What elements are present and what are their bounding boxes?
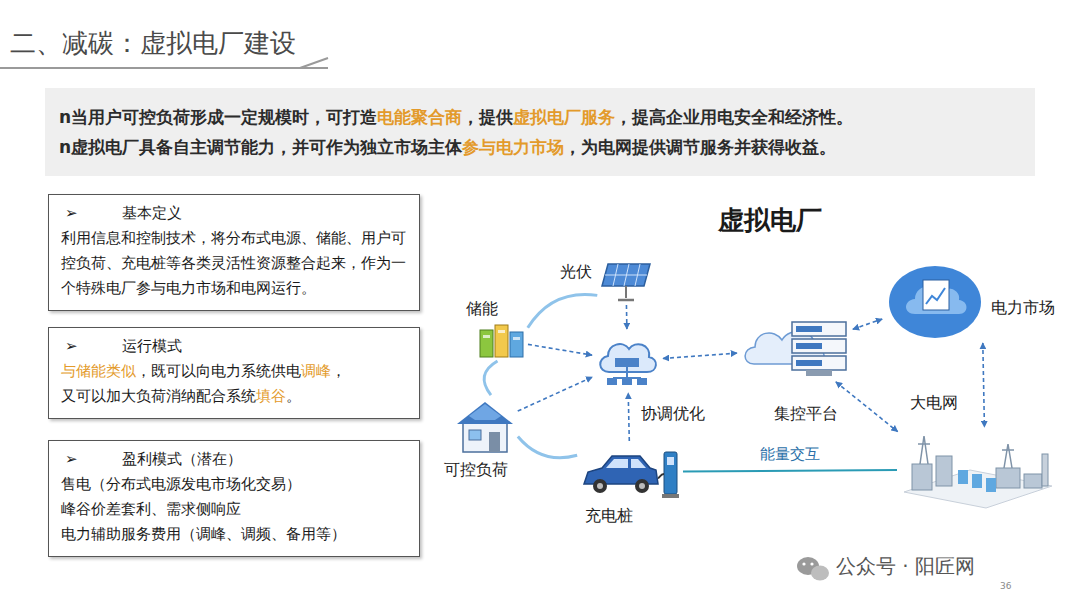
component-icon: 集控平台 bbox=[740, 318, 850, 380]
grid-illustration bbox=[900, 430, 1055, 510]
component-icon: 大电网 bbox=[900, 430, 1055, 510]
component-label: 电力市场 bbox=[991, 298, 1055, 319]
edge-label: 能量交互 bbox=[758, 445, 822, 464]
component-label: 集控平台 bbox=[774, 404, 838, 425]
bess-illustration bbox=[478, 322, 525, 358]
title-underline-accent bbox=[300, 58, 328, 68]
component-icon: 充电桩 bbox=[580, 444, 680, 500]
body-text: 调峰 bbox=[301, 362, 331, 380]
diagram-title: 虚拟电厂 bbox=[718, 203, 822, 238]
text-row: 电力辅助服务费用（调峰、调频、备用等） bbox=[61, 522, 407, 547]
text-row: 峰谷价差套利、需求侧响应 bbox=[61, 497, 407, 522]
connector-arrow bbox=[663, 353, 737, 358]
bullet-mark: ➢ bbox=[65, 337, 78, 355]
ring-link bbox=[528, 294, 598, 327]
body-text: n当用户可控负荷形成一定规模时，可打造 bbox=[59, 107, 377, 127]
bullet-mark: ➢ bbox=[65, 204, 78, 222]
wechat-icon bbox=[797, 557, 829, 581]
connector-arrow bbox=[518, 377, 593, 411]
body-text: 利用信息和控制技术，将分布式电源、储能、用户可控负荷、充电桩等各类灵活性资源整合… bbox=[61, 229, 406, 297]
icon-art bbox=[900, 430, 1055, 510]
text-row: 与储能类似，既可以向电力系统供电调峰， bbox=[61, 359, 407, 384]
body-text: 又可以加大负荷消纳配合系统 bbox=[61, 387, 256, 405]
watermark: 公众号 · 阳匠网 bbox=[836, 553, 975, 580]
info-box: ➢运行模式与储能类似，既可以向电力系统供电调峰，又可以加大负荷消纳配合系统填谷。 bbox=[48, 327, 420, 419]
component-label: 储能 bbox=[466, 299, 498, 320]
body-text: 参与电力市场 bbox=[462, 137, 564, 157]
body-text: 峰谷价差套利、需求侧响应 bbox=[61, 500, 241, 518]
car-illustration bbox=[580, 444, 680, 500]
icon-art bbox=[595, 332, 660, 390]
body-text: 电能聚合商 bbox=[377, 107, 462, 127]
body-text: 与储能类似 bbox=[61, 362, 136, 380]
body-text: 。 bbox=[286, 387, 301, 405]
component-label: 协调优化 bbox=[641, 404, 705, 425]
icon-art bbox=[478, 322, 525, 358]
icon-art bbox=[600, 262, 652, 302]
cloud-illustration bbox=[595, 332, 660, 390]
body-text: 电力辅助服务费用（调峰、调频、备用等） bbox=[61, 525, 346, 543]
component-icon: 可控负荷 bbox=[455, 398, 515, 454]
text-row: ➢ 盈利模式（潜在） bbox=[61, 447, 407, 472]
connector-arrow bbox=[853, 319, 882, 329]
component-label: 充电桩 bbox=[585, 506, 633, 527]
icon-art bbox=[455, 398, 515, 454]
text-row: n当用户可控负荷形成一定规模时，可打造电能聚合商，提供虚拟电厂服务，提高企业用电… bbox=[59, 102, 1021, 132]
component-icon: 电力市场 bbox=[885, 262, 985, 340]
component-icon: 储能 bbox=[478, 322, 525, 358]
icon-art bbox=[885, 262, 985, 340]
body-text: ， bbox=[331, 362, 346, 380]
text-row: 又可以加大负荷消纳配合系统填谷。 bbox=[61, 384, 407, 409]
connector-arrow bbox=[683, 470, 897, 472]
server-illustration bbox=[740, 318, 850, 380]
text-row: 售电（分布式电源发电市场化交易） bbox=[61, 472, 407, 497]
text-row: 利用信息和控制技术，将分布式电源、储能、用户可控负荷、充电桩等各类灵活性资源整合… bbox=[61, 226, 407, 301]
solar-illustration bbox=[600, 262, 652, 302]
ring-link bbox=[518, 436, 577, 457]
body-text: ，既可以向电力系统供电 bbox=[136, 362, 301, 380]
text-row: ➢ 运行模式 bbox=[61, 334, 407, 359]
connector-arrow bbox=[983, 343, 985, 427]
connector-arrow bbox=[626, 305, 628, 329]
text-row: ➢ 基本定义 bbox=[61, 201, 407, 226]
bullet-mark: ➢ bbox=[65, 450, 78, 468]
icon-art bbox=[580, 444, 680, 500]
body-text: ，提高企业用电安全和经济性。 bbox=[615, 107, 853, 127]
page-number: 36 bbox=[1000, 581, 1011, 591]
component-label: 可控负荷 bbox=[444, 460, 508, 481]
ring-link bbox=[484, 361, 497, 395]
body-text: 虚拟电厂服务 bbox=[513, 107, 615, 127]
info-box: ➢ 基本定义利用信息和控制技术，将分布式电源、储能、用户可控负荷、充电桩等各类灵活… bbox=[48, 194, 420, 311]
icon-art bbox=[740, 318, 850, 380]
connector-arrow bbox=[628, 393, 629, 441]
market-illustration bbox=[885, 262, 985, 340]
info-box: ➢ 盈利模式（潜在） 售电（分布式电源发电市场化交易） 峰谷价差套利、需求侧响应电力辅… bbox=[48, 440, 420, 557]
summary-band: n当用户可控负荷形成一定规模时，可打造电能聚合商，提供虚拟电厂服务，提高企业用电… bbox=[45, 88, 1035, 176]
body-text: n虚拟电厂具备自主调节能力，并可作为独立市场主体 bbox=[59, 137, 462, 157]
component-icon: 协调优化 bbox=[595, 332, 660, 390]
connector-arrow bbox=[836, 382, 898, 432]
component-label: 光伏 bbox=[560, 262, 592, 283]
box-heading: 基本定义 bbox=[122, 204, 182, 222]
body-text: ，为电网提供调节服务并获得收益。 bbox=[564, 137, 836, 157]
body-text: 填谷 bbox=[256, 387, 286, 405]
box-heading: 运行模式 bbox=[122, 337, 182, 355]
slide-title: 二、减碳：虚拟电厂建设 bbox=[10, 26, 296, 61]
box-heading: 盈利模式（潜在） bbox=[122, 450, 242, 468]
component-label: 大电网 bbox=[910, 393, 958, 414]
title-underline bbox=[0, 67, 328, 69]
component-icon: 光伏 bbox=[600, 262, 652, 302]
house-illustration bbox=[455, 398, 515, 454]
body-text: ，提供 bbox=[462, 107, 513, 127]
body-text: 售电（分布式电源发电市场化交易） bbox=[61, 475, 301, 493]
connector-arrow bbox=[528, 344, 592, 355]
text-row: n虚拟电厂具备自主调节能力，并可作为独立市场主体参与电力市场，为电网提供调节服务… bbox=[59, 132, 1021, 162]
